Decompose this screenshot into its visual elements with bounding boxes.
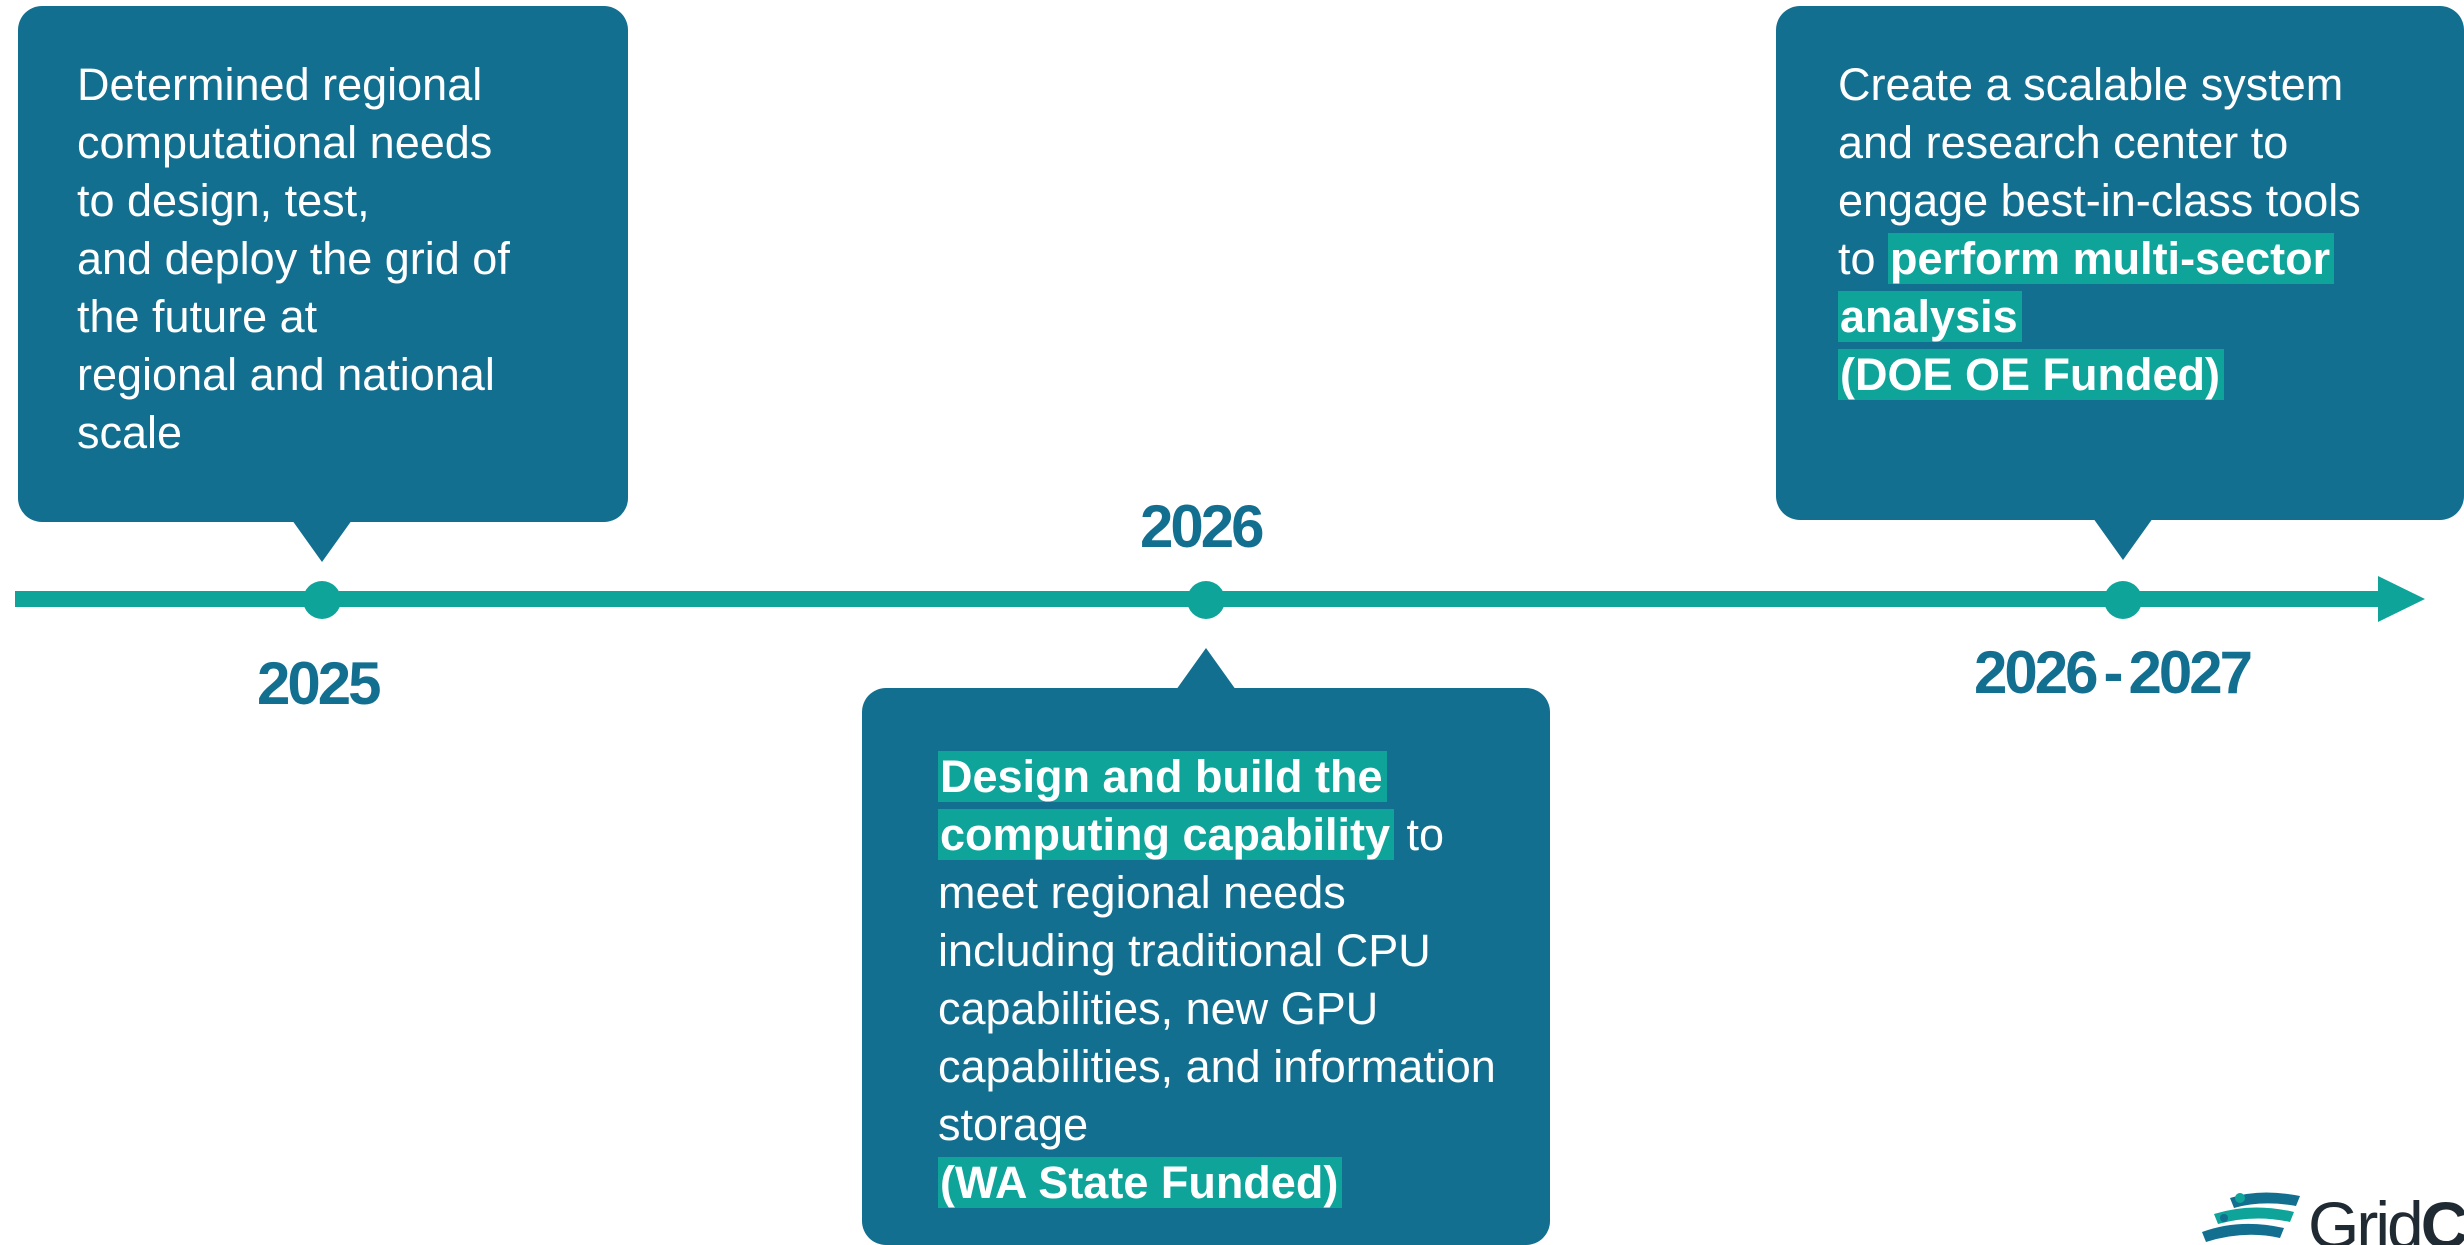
gridcarbon-logo: GridCP bbox=[2200, 1184, 2464, 1245]
year-label-2026-2027: 2026-2027 bbox=[1974, 643, 2253, 703]
callout-body: Create a scalable system and research ce… bbox=[1838, 59, 2361, 284]
callout-highlight: Design and build the computing capabilit… bbox=[938, 751, 1395, 860]
milestone-dot-2026-2027 bbox=[2104, 581, 2142, 619]
callout-line: the future at bbox=[77, 291, 318, 342]
timeline-arrowhead bbox=[2378, 576, 2425, 622]
callout-text-2026: Design and build the computing capabilit… bbox=[938, 748, 1498, 1212]
callout-card-2025 bbox=[18, 6, 628, 522]
funding-highlight: (WA State Funded) bbox=[938, 1157, 1343, 1208]
callout-line: regional and national bbox=[77, 349, 495, 400]
callout-line: scale bbox=[77, 407, 183, 458]
callout-pointer-2026 bbox=[1176, 648, 1236, 690]
year-range-separator: - bbox=[2103, 639, 2123, 706]
logo-text-light: Grid bbox=[2308, 1188, 2424, 1245]
callout-highlight: perform multi-sector analysis bbox=[1838, 233, 2335, 342]
callout-text-2026-2027: Create a scalable system and research ce… bbox=[1838, 56, 2408, 404]
year-label-2025: 2025 bbox=[257, 650, 381, 717]
callout-line: and deploy the grid of bbox=[77, 233, 510, 284]
milestone-dot-2025 bbox=[303, 581, 341, 619]
callout-text-2025: Determined regional computational needs … bbox=[77, 56, 607, 462]
callout-pointer-2026-2027 bbox=[2093, 518, 2153, 560]
callout-line: computational needs bbox=[77, 117, 493, 168]
callout-line: to design, test, bbox=[77, 175, 370, 226]
callout-pointer-2025 bbox=[292, 520, 352, 562]
gridcarbon-logo-icon bbox=[2202, 1192, 2300, 1242]
year-range-start: 2026 bbox=[1974, 639, 2098, 706]
logo-wordmark: GridCP bbox=[2308, 1192, 2464, 1245]
year-label-2026: 2026 bbox=[1140, 493, 1264, 560]
callout-line: Determined regional bbox=[77, 59, 483, 110]
callout-body: to meet regional needs including traditi… bbox=[938, 809, 1496, 1150]
milestone-dot-2026 bbox=[1187, 581, 1225, 619]
year-range-end: 2027 bbox=[2128, 639, 2252, 706]
funding-highlight: (DOE OE Funded) bbox=[1838, 349, 2224, 400]
logo-text-bold: CP bbox=[2420, 1188, 2464, 1245]
